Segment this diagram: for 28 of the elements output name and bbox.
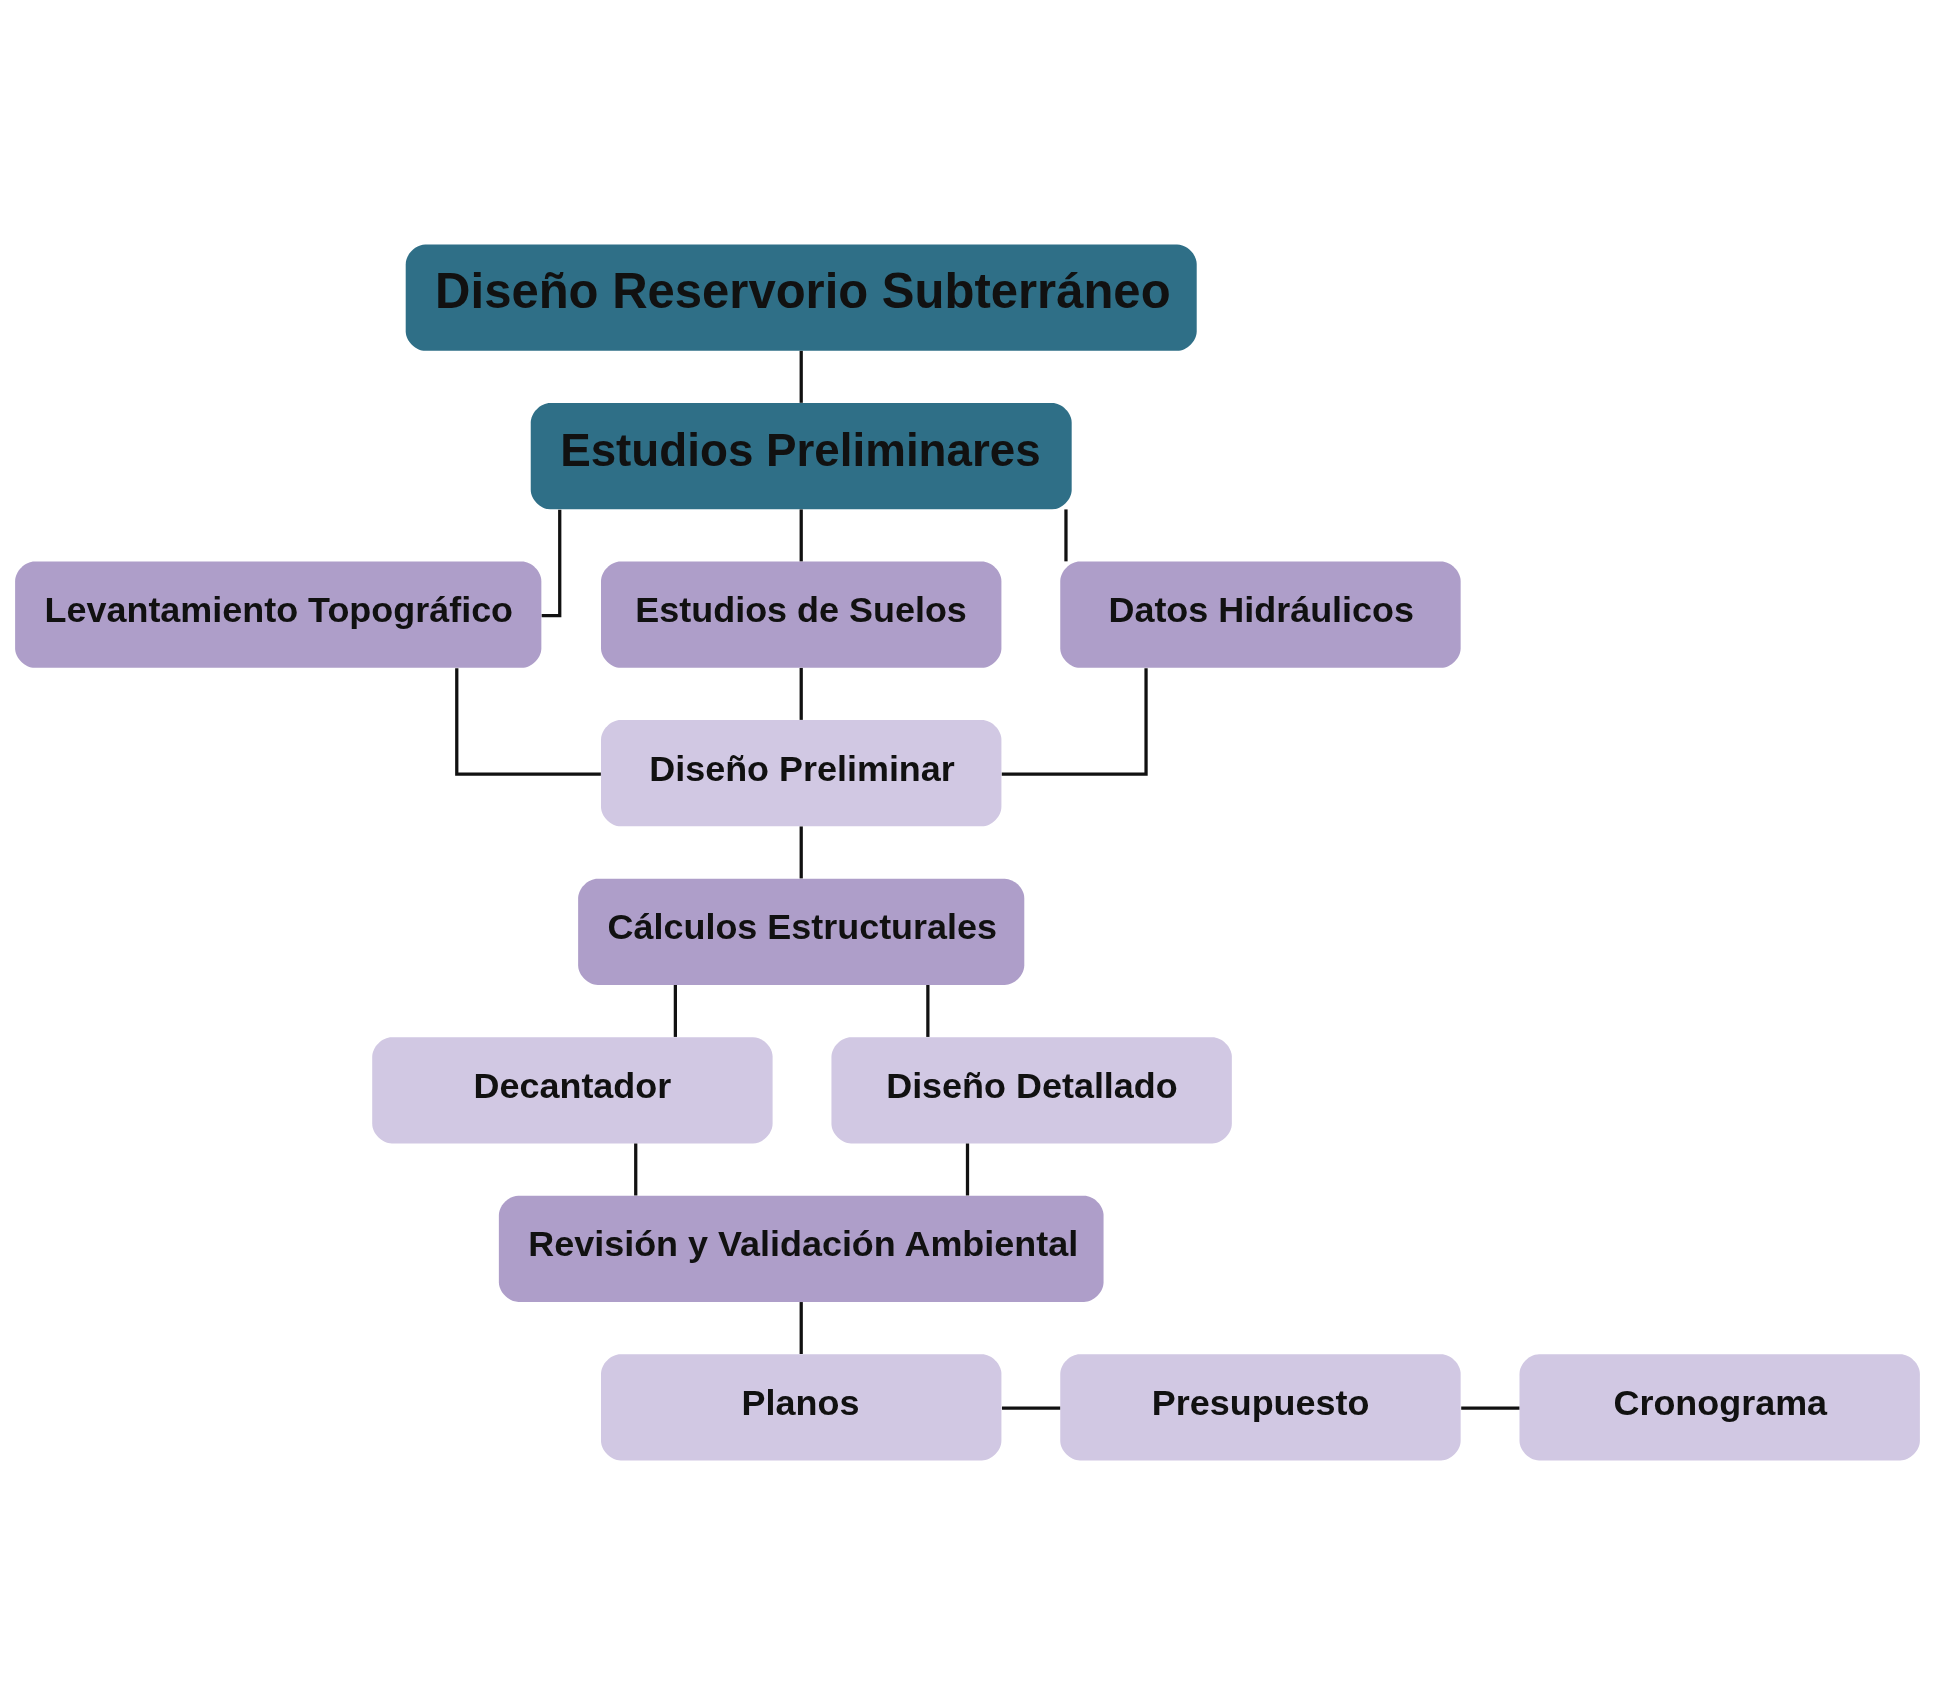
connector (965, 1143, 970, 1196)
connector (1001, 1406, 1061, 1410)
node-box: Diseño Preliminar (601, 720, 1002, 827)
node-box: Presupuesto (1060, 1354, 1461, 1461)
connector (799, 667, 803, 720)
connector (1064, 509, 1068, 562)
connector (799, 826, 803, 879)
connector (799, 350, 803, 403)
connector (1001, 668, 1148, 776)
node-box: Diseño Detallado (831, 1037, 1232, 1144)
node-box: Levantamiento Topográfico (15, 561, 542, 668)
node-box: Datos Hidráulicos (1060, 561, 1461, 668)
node-box: Cronograma (1519, 1354, 1920, 1461)
connector (1461, 1406, 1520, 1410)
connector (799, 1302, 803, 1354)
node-box: Estudios Preliminares (530, 403, 1072, 510)
node-box: Estudios de Suelos (601, 561, 1002, 668)
node-box: Planos (601, 1354, 1002, 1461)
node-box: Diseño Reservorio Subterráneo (405, 244, 1197, 351)
connector (926, 985, 930, 1037)
node-box: Cálculos Estructurales (578, 878, 1025, 985)
connector (799, 509, 803, 562)
connector (541, 509, 562, 618)
node-box: Decantador (372, 1037, 773, 1144)
connector (673, 985, 677, 1037)
connector (634, 1143, 638, 1196)
connector (455, 668, 601, 776)
node-box: Revisión y Validación Ambiental (498, 1195, 1104, 1302)
